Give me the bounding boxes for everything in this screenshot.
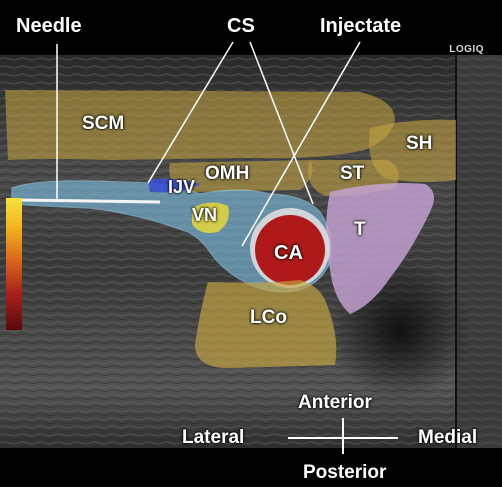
ijv-vessel xyxy=(148,178,200,193)
label-anterior: Anterior xyxy=(298,392,372,413)
brand-logo: LOGIQ xyxy=(449,44,484,55)
label-ca: CA xyxy=(274,242,303,264)
label-sh: SH xyxy=(406,133,433,154)
cs-leader-left xyxy=(147,41,234,184)
label-needle: Needle xyxy=(16,15,82,37)
label-medial: Medial xyxy=(418,427,478,448)
label-injectate: Injectate xyxy=(320,15,402,37)
label-t: T xyxy=(354,219,366,240)
cs-leader-right xyxy=(249,41,314,205)
label-omh: OMH xyxy=(205,163,250,184)
label-vn: VN xyxy=(192,205,218,225)
thyroid-overlay xyxy=(326,183,434,314)
side-image-texture xyxy=(456,55,502,448)
scm-overlay xyxy=(5,90,395,160)
label-lateral: Lateral xyxy=(182,427,245,448)
label-ijv: IJV xyxy=(168,177,196,197)
carotid-lumen xyxy=(255,215,325,285)
injectate-leader xyxy=(241,41,361,247)
label-posterior: Posterior xyxy=(303,462,387,483)
needle-shaft xyxy=(19,198,161,204)
label-cs: CS xyxy=(227,15,255,37)
label-st: ST xyxy=(340,163,365,184)
vagus-nerve xyxy=(192,202,229,233)
label-lco: LCo xyxy=(250,307,287,328)
orientation-cross-vertical xyxy=(342,418,344,454)
omh-overlay xyxy=(169,160,313,192)
color-scale-bar xyxy=(6,198,22,330)
label-scm: SCM xyxy=(82,113,125,134)
longus-colli-overlay xyxy=(195,280,337,368)
